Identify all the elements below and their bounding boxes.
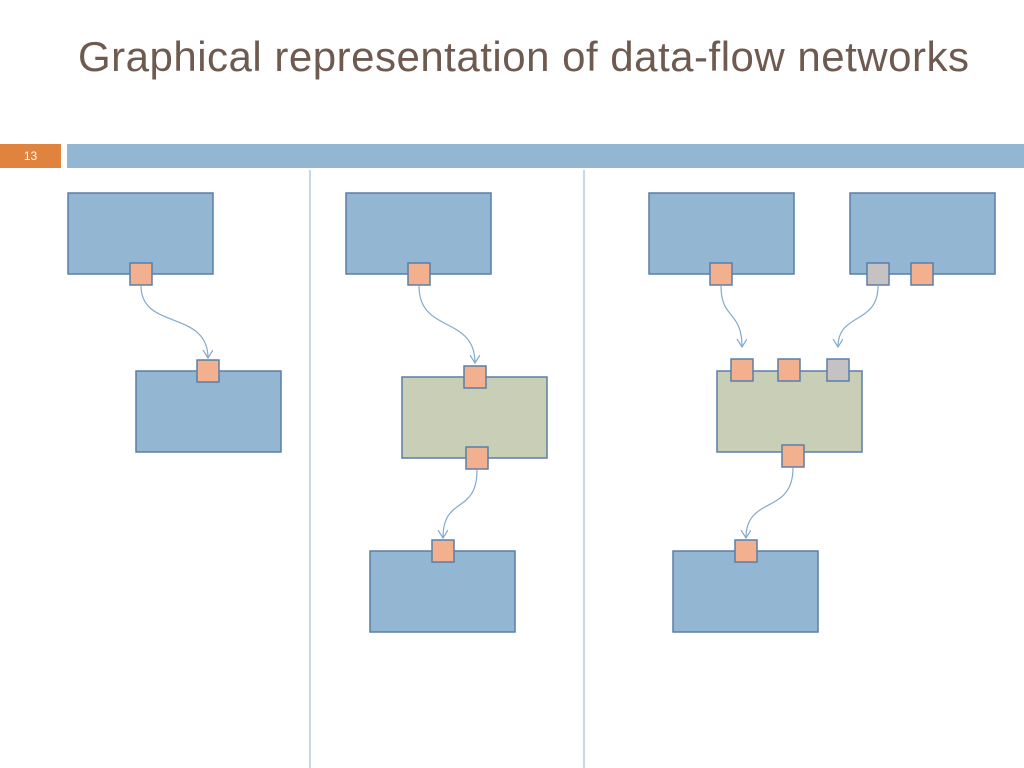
output-port[interactable] (910, 262, 934, 286)
edge-arrow (418, 285, 475, 363)
sink-node[interactable] (672, 550, 819, 633)
input-port[interactable] (431, 539, 455, 563)
merge-node[interactable] (716, 370, 863, 453)
panel-2 (345, 192, 548, 633)
source-node[interactable] (345, 192, 492, 275)
source-node-a[interactable] (648, 192, 795, 275)
edge-arrow (720, 285, 742, 347)
output-port[interactable] (709, 262, 733, 286)
edge-arrow (746, 467, 794, 538)
edge-arrow (838, 285, 879, 347)
output-port-gray[interactable] (866, 262, 890, 286)
output-port[interactable] (129, 262, 153, 286)
output-port[interactable] (465, 446, 489, 470)
source-node[interactable] (67, 192, 214, 275)
source-node-b[interactable] (849, 192, 996, 275)
process-node[interactable] (401, 376, 548, 459)
input-port[interactable] (777, 358, 801, 382)
input-port[interactable] (196, 359, 220, 383)
sink-node[interactable] (369, 550, 516, 633)
panel-3 (648, 192, 996, 633)
input-port-gray[interactable] (826, 358, 850, 382)
input-port[interactable] (463, 365, 487, 389)
edge-arrow (140, 285, 208, 358)
slide-number-badge: 13 (0, 144, 61, 168)
sink-node[interactable] (135, 370, 282, 453)
edge-arrow (443, 469, 478, 538)
panel-1 (67, 192, 282, 453)
output-port[interactable] (781, 444, 805, 468)
title-rule (67, 144, 1024, 168)
input-port[interactable] (734, 539, 758, 563)
output-port[interactable] (407, 262, 431, 286)
slide-title: Graphical representation of data-flow ne… (78, 33, 970, 80)
input-port[interactable] (730, 358, 754, 382)
